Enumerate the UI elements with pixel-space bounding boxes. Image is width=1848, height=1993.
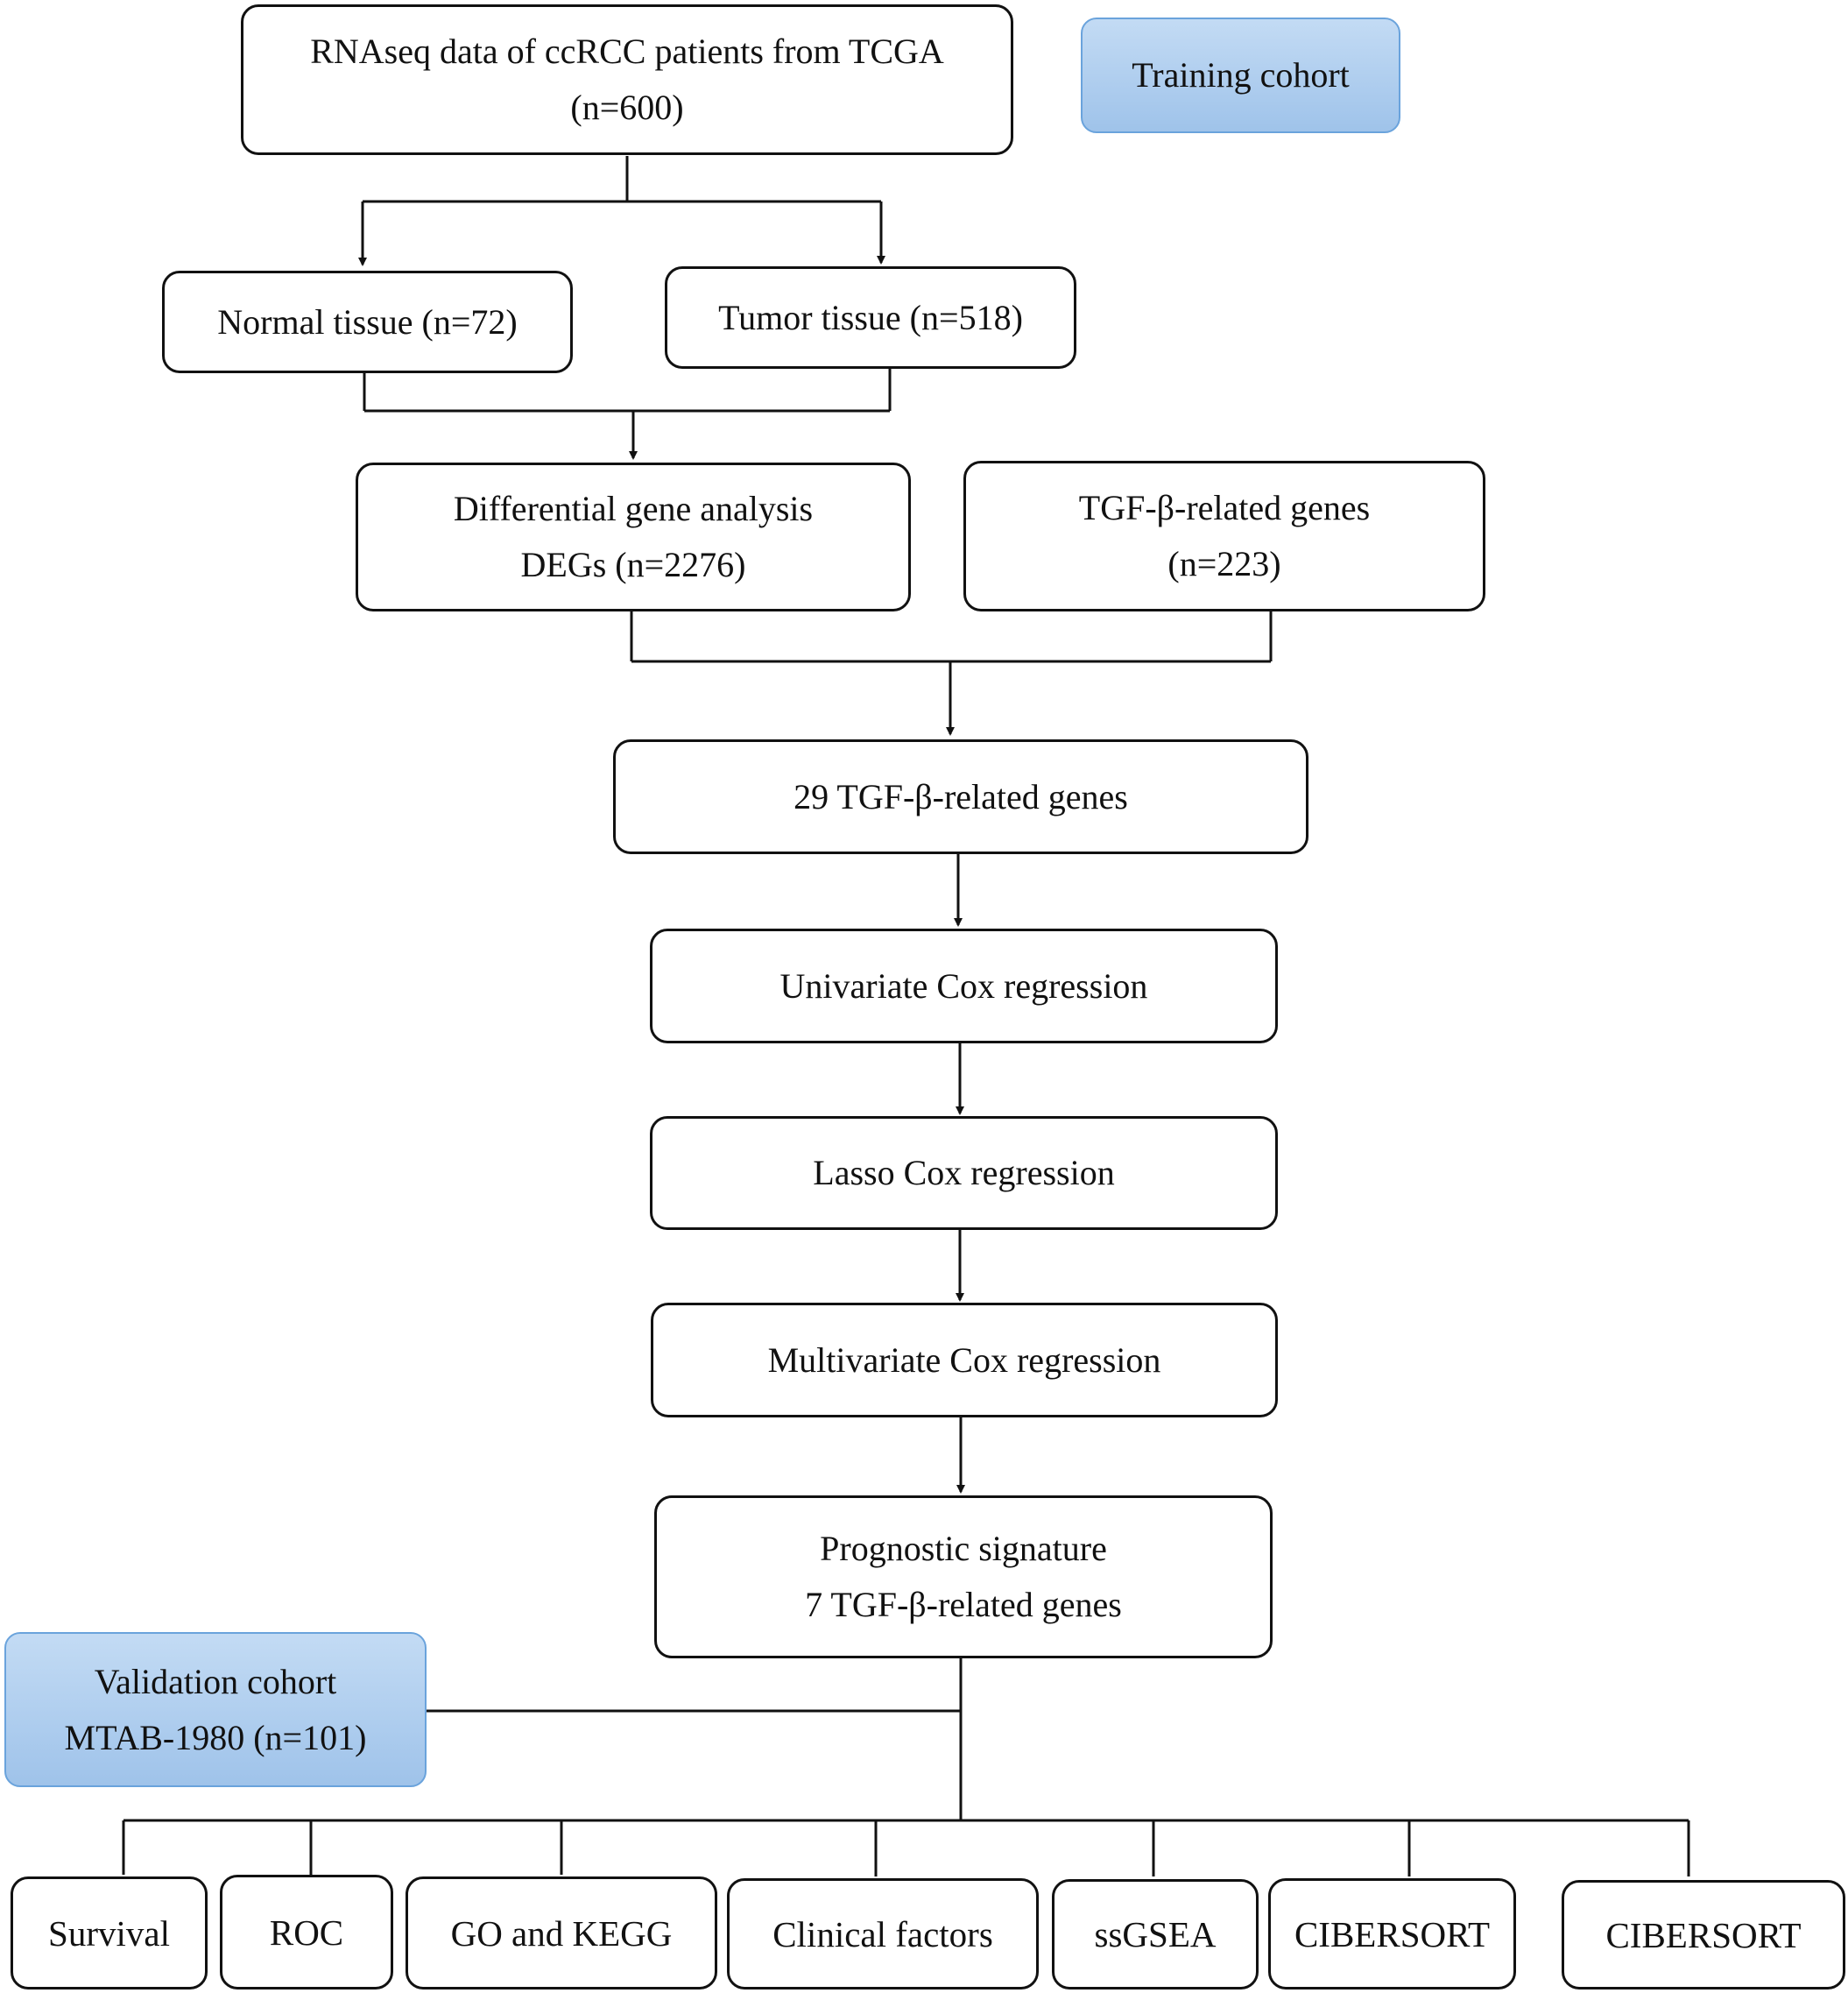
output-go-kegg: GO and KEGG [406,1876,717,1989]
output-cibersort-1: CIBERSORT [1268,1878,1516,1989]
lasso-cox-text: Lasso Cox regression [813,1153,1115,1192]
output-cibersort-2: CIBERSORT [1562,1880,1845,1989]
rnaseq-line1: RNAseq data of ccRCC patients from TCGA [310,32,944,71]
normal-tissue-text: Normal tissue (n=72) [217,301,518,342]
output-go-kegg-text: GO and KEGG [450,1912,673,1954]
deg-line2: DEGs (n=2276) [520,545,746,584]
output-roc: ROC [220,1875,393,1989]
tgfb-line2: (n=223) [1167,544,1281,583]
tumor-tissue-text: Tumor tissue (n=518) [718,297,1023,337]
univariate-cox-text: Univariate Cox regression [779,965,1148,1006]
29-tgfb-genes-text: 29 TGF-β-related genes [794,776,1128,816]
tgfb-related-genes-node: TGF-β-related genes (n=223) [963,461,1485,611]
output-survival: Survival [11,1876,208,1989]
univariate-cox-node: Univariate Cox regression [650,929,1278,1043]
lasso-cox-node: Lasso Cox regression [650,1116,1278,1230]
validation-line1: Validation cohort [94,1661,337,1701]
output-clinical-factors: Clinical factors [727,1878,1039,1989]
output-clinical-text: Clinical factors [772,1913,993,1954]
output-cibersort-1-text: CIBERSORT [1294,1913,1491,1954]
rnaseq-line2: (n=600) [570,88,684,127]
signature-line1: Prognostic signature [820,1529,1107,1568]
output-survival-text: Survival [48,1912,170,1954]
tgfb-line1: TGF-β-related genes [1078,488,1371,527]
output-ssgsea: ssGSEA [1052,1879,1259,1989]
tumor-tissue-node: Tumor tissue (n=518) [665,266,1076,369]
signature-line2: 7 TGF-β-related genes [805,1585,1122,1624]
training-cohort-text: Training cohort [1132,55,1350,95]
normal-tissue-node: Normal tissue (n=72) [162,271,573,373]
validation-line2: MTAB-1980 (n=101) [64,1717,367,1757]
output-cibersort-2-text: CIBERSORT [1605,1914,1802,1955]
multivariate-cox-node: Multivariate Cox regression [651,1303,1278,1417]
rnaseq-data-node: RNAseq data of ccRCC patients from TCGA … [241,4,1013,155]
output-ssgsea-text: ssGSEA [1094,1914,1217,1954]
29-tgfb-genes-node: 29 TGF-β-related genes [613,739,1308,854]
validation-cohort-label: Validation cohort MTAB-1980 (n=101) [4,1632,427,1787]
prognostic-signature-node: Prognostic signature 7 TGF-β-related gen… [654,1495,1273,1658]
multivariate-cox-text: Multivariate Cox regression [767,1339,1161,1380]
differential-gene-analysis-node: Differential gene analysis DEGs (n=2276) [356,463,911,611]
training-cohort-label: Training cohort [1081,18,1400,133]
output-roc-text: ROC [269,1912,344,1953]
deg-line1: Differential gene analysis [453,489,814,528]
